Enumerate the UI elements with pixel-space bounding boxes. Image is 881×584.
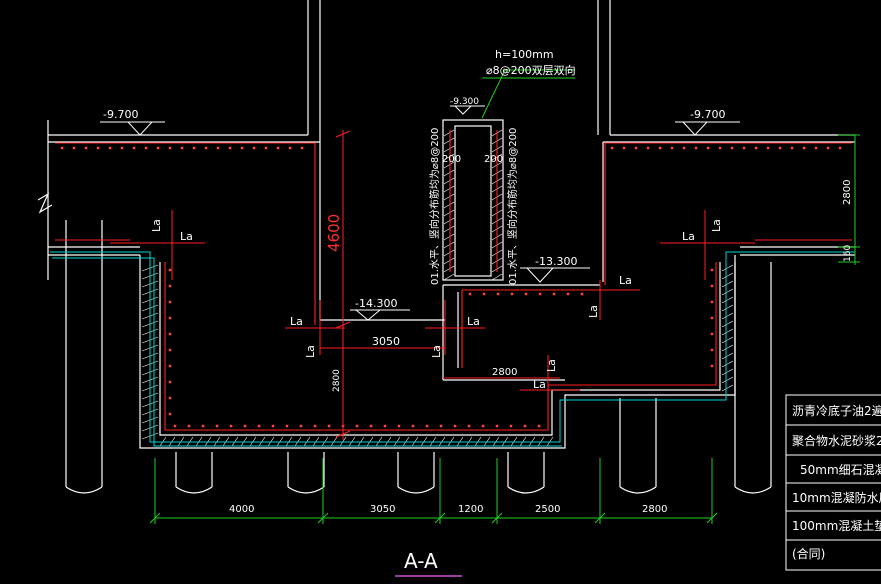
anchor-label: La [304,345,317,358]
elev-shaft-top: -9.300 [450,97,479,107]
dim-right-lower: 160 [843,245,853,262]
dim-bottom-4: 2500 [535,504,560,515]
shaft-left-thk: 200 [442,154,461,165]
legend-table [785,394,881,571]
legend-row-6: (合同) [792,546,825,561]
pile [734,262,772,494]
dim-pit-width: 3050 [372,335,400,348]
dim-bottom-3: 1200 [458,504,483,515]
bottom-dimension-line [149,69,860,524]
dim-right-step: 2800 [492,367,517,378]
dim-bottom-2: 3050 [370,504,395,515]
pile [287,452,325,494]
waterproof-lines [50,251,855,447]
shaft-right-thk: 200 [484,154,503,165]
red-dimensions [320,130,560,440]
anchor-label: La [290,315,303,328]
elev-shaft-bottom: -13.300 [535,255,577,268]
anchor-label: La [619,274,632,287]
dim-right-upper: 2800 [842,180,853,205]
anchor-label: La [710,219,723,232]
legend-row-2: 聚合物水泥砂浆2遍 [792,433,881,448]
pile [175,452,213,494]
rebar-dots [60,146,842,428]
slab-outline [37,119,855,449]
shaft-note-2: ⌀8@200双层双向 [486,63,576,77]
dim-bottom-1: 4000 [229,504,254,515]
pile [619,398,657,494]
elev-left: -9.700 [103,108,138,121]
shaft-left-rebar: 01.水平、竖向分布筋均为⌀8@200 [428,128,441,285]
pile [397,452,435,494]
dim-bottom-5: 2800 [642,504,667,515]
legend-row-4: 10mm混凝防水层 [792,490,881,505]
anchor-label: La [682,230,695,243]
elev-pit-bottom: -14.300 [355,297,397,310]
elevation-markers [100,105,740,321]
anchor-label: La [545,359,558,372]
legend-row-5: 100mm混凝土垫层 [792,518,881,533]
shaft-right-rebar: 01.水平、竖向分布筋均为⌀8@200 [506,128,519,285]
anchor-label: La [467,315,480,328]
anchor-lines [110,210,755,410]
anchor-label: La [587,305,600,318]
pile [507,452,545,494]
anchor-label: La [150,219,163,232]
dim-lower-depth: 2800 [332,369,342,392]
legend-row-3: 50mm细石混凝土 [800,462,881,477]
anchor-label: La [533,378,546,391]
pile [65,220,103,494]
anchor-label: La [180,230,193,243]
piles [65,220,772,494]
shaft-note-1: h=100mm [495,48,554,61]
elev-right: -9.700 [690,108,725,121]
dim-pit-depth: 4600 [325,214,343,252]
anchor-label: La [430,345,443,358]
legend-row-1: 沥青冷底子油2遍，沥青胶 [792,403,881,418]
section-title: A-A [404,549,438,573]
upper-walls [307,0,611,135]
